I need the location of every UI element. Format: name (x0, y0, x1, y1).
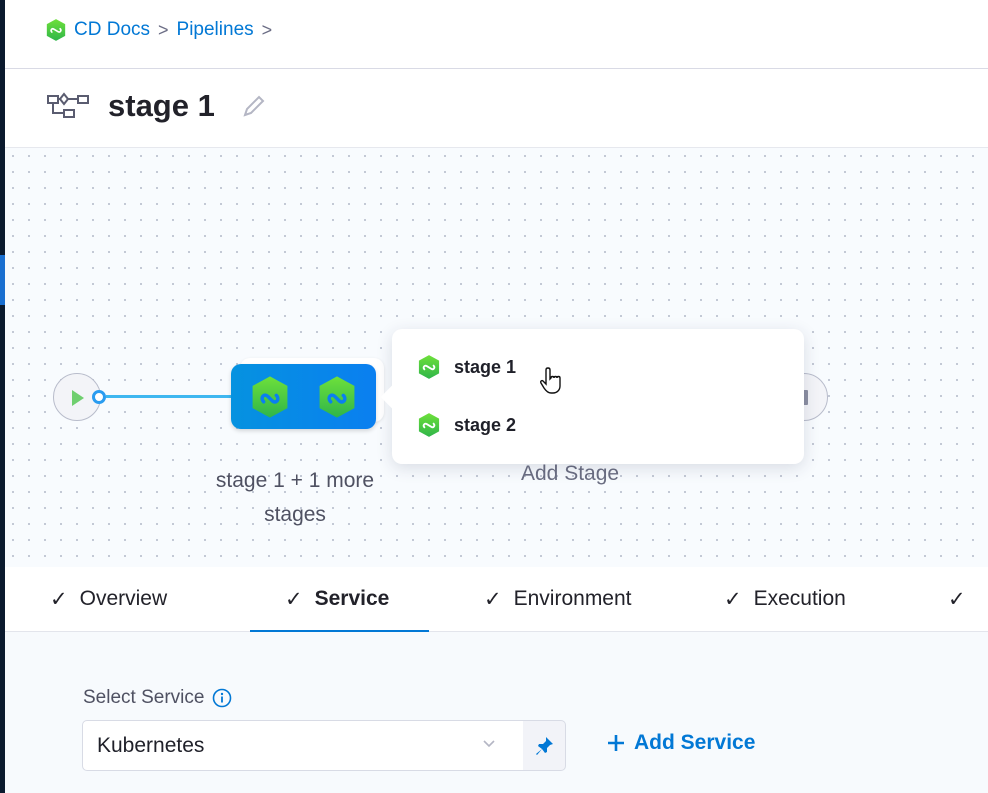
add-stage-button[interactable]: Add Stage (521, 462, 620, 485)
cd-hexagon-icon (46, 19, 66, 41)
info-icon[interactable] (212, 688, 232, 708)
stage-group-popover: stage 1 stage 2 (392, 329, 804, 464)
cd-hexagon-icon (318, 376, 356, 418)
pin-button[interactable] (523, 720, 566, 771)
breadcrumb-pipelines[interactable]: Pipelines (176, 19, 254, 40)
popover-item-stage-1[interactable]: stage 1 (418, 355, 516, 379)
tab-execution[interactable]: ✓ Execution (724, 567, 846, 631)
pipeline-studio-icon (47, 92, 89, 118)
tab-overview[interactable]: ✓ Overview (50, 567, 167, 631)
check-icon: ✓ (484, 587, 502, 611)
play-icon (72, 390, 84, 406)
left-nav-strip (0, 0, 5, 793)
cd-hexagon-icon (418, 413, 440, 437)
tab-environment[interactable]: ✓ Environment (484, 567, 632, 631)
stop-icon (801, 390, 808, 405)
tab-label: Execution (753, 587, 846, 610)
stage-tabs: ✓ Overview ✓ Service ✓ Environment ✓ Executi… (5, 567, 988, 633)
pipeline-start-node[interactable] (53, 373, 101, 421)
divider (5, 68, 988, 69)
breadcrumb-cd-docs[interactable]: CD Docs (74, 19, 151, 40)
select-service-label: Select Service (83, 687, 232, 709)
breadcrumb-separator: > (261, 19, 273, 40)
add-service-label: Add Service (634, 731, 756, 754)
popover-item-label: stage 1 (454, 356, 517, 377)
breadcrumb-separator: > (158, 19, 169, 40)
connector-port[interactable] (92, 390, 106, 404)
title-row: stage 1 (46, 88, 267, 124)
hand-cursor-icon (540, 367, 561, 394)
service-select[interactable]: Kubernetes (82, 720, 524, 771)
add-service-button[interactable]: Add Service (606, 731, 755, 755)
check-icon: ✓ (50, 587, 68, 611)
check-icon: ✓ (948, 587, 966, 611)
left-nav-active (0, 255, 5, 305)
tab-more[interactable]: ✓ (948, 567, 966, 631)
check-icon: ✓ (724, 587, 742, 611)
page-title: stage 1 (108, 88, 215, 123)
service-select-value: Kubernetes (97, 734, 205, 757)
plus-icon (608, 735, 624, 751)
label-text: Select Service (83, 687, 205, 708)
popover-item-stage-2[interactable]: stage 2 (418, 413, 516, 437)
cd-hexagon-icon (251, 376, 289, 418)
tab-label: Overview (79, 587, 168, 610)
popover-item-label: stage 2 (454, 414, 517, 435)
check-icon: ✓ (285, 587, 303, 611)
stage-group-label: stage 1 + 1 more stages (215, 469, 375, 526)
chevron-down-icon (483, 740, 495, 748)
pin-icon (536, 736, 553, 755)
stage-group-node[interactable] (231, 364, 376, 429)
tab-label: Environment (513, 587, 632, 610)
tab-label: Service (314, 587, 390, 610)
pencil-icon[interactable] (241, 93, 267, 119)
tab-service[interactable]: ✓ Service (249, 567, 430, 633)
cd-hexagon-icon (418, 355, 440, 379)
connector-line (106, 395, 232, 398)
breadcrumb: CD Docs > Pipelines > (46, 19, 272, 41)
